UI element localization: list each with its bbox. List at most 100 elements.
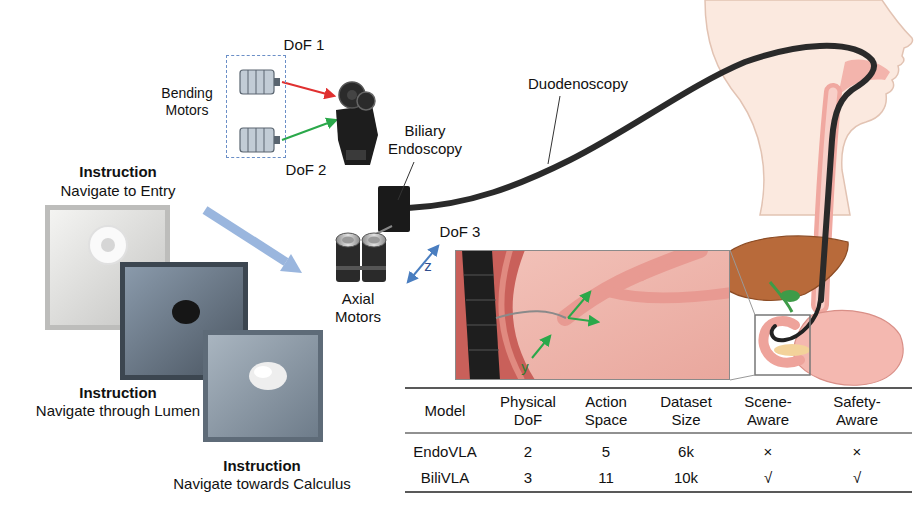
anatomy-figure [774,344,810,356]
anatomy-figure [730,250,755,315]
table-header: Dataset Size [655,393,717,429]
instruction-panel: InstructionNavigate towards Calculus [203,330,323,442]
instruction-arrow [205,210,302,273]
axis-label: z [424,257,432,275]
papilla-inset [467,325,497,326]
group-label: Bending Motors [151,85,223,119]
anatomy-figure [705,0,913,215]
papilla-inset [455,250,535,380]
endoscope-view-panels [203,330,323,442]
table-header: Safety-Aware [825,393,889,429]
table-header: Scene-Aware [737,393,799,429]
motor-group-box: Bending Motors [226,55,286,158]
papilla-inset [455,250,730,380]
table-cell: 6k [678,443,694,461]
bending-motor-icons [256,70,257,94]
endoscope-view-panels [254,366,272,378]
table-cell: √ [764,469,772,487]
anatomy-figure [705,0,913,385]
dof-label: DoF 2 [286,161,327,179]
leader-line [398,162,414,200]
scope-handle [346,150,366,160]
axial-motor-icons [368,237,380,244]
bending-motor-icons [240,70,336,152]
instruction-heading: Instruction [79,163,157,181]
axial-arrow [408,246,438,282]
papilla-inset [469,350,499,351]
table-cell: BiliVLA [421,469,469,487]
papilla-inset [464,275,494,276]
papilla-inset [455,250,730,380]
instruction-heading: Instruction [79,384,157,402]
papilla-inset [568,292,590,318]
duodenoscope-tube [548,96,560,164]
endoscope-view-panels [101,238,115,252]
table-rules [405,388,912,492]
bending-motor-icons [274,78,280,86]
dof-label: DoF 1 [284,36,325,54]
anatomy-figure [772,300,820,340]
table-rules [405,387,912,389]
scope-handle [336,105,378,165]
bending-motor-icons [256,128,257,152]
scope-handle [347,90,357,100]
axial-motor-icons [342,237,354,244]
papilla-inset [568,318,598,322]
instruction-text: Navigate through Lumen [36,402,200,420]
bending-motor-icons [282,82,334,96]
table-cell: √ [853,469,861,487]
table-cell: 2 [524,443,532,461]
bending-motor-icons [240,128,274,152]
axial-motor-icons [362,233,386,247]
anatomy-figure [755,315,810,375]
scope-handle [357,92,375,110]
instruction-text: Navigate to Entry [60,182,175,200]
table-rules [405,491,912,493]
table-cell: 11 [598,469,614,487]
part-label: Biliary Endoscopy [384,122,466,158]
table-header: Physical DoF [496,393,560,429]
anatomy-figure [730,375,755,380]
table-cell: 5 [602,443,610,461]
instruction-arrow [280,254,302,273]
papilla-inset [565,250,700,318]
bending-motor-icons [240,70,274,94]
bending-motor-icons [282,120,336,140]
endoscope-view-panels [249,362,287,390]
table-cell: × [853,443,862,461]
table-cell: × [764,443,773,461]
papilla-inset [610,292,730,298]
table-cell: 3 [524,469,532,487]
papilla-inset [496,311,566,318]
papilla-inset [462,250,500,380]
table-cell: EndoVLA [413,443,476,461]
bending-motor-icons [274,136,280,144]
papilla-inset [640,250,690,278]
endoscope-view-panels [208,335,318,437]
bending-motor-icons [264,70,265,94]
duodenoscope-tube [378,186,410,232]
endoscope-view-panels [172,300,200,324]
instruction-arrow [205,210,286,262]
instruction-panel: InstructionNavigate to Entry [45,205,170,330]
axial-motor-icons [336,233,360,247]
bending-motor-icons [248,128,249,152]
instruction-heading: Instruction [223,457,301,475]
instruction-text: Navigate towards Calculus [173,475,351,493]
axial-motor-icons [336,266,386,270]
instruction-panel: InstructionNavigate through Lumen [120,262,248,380]
papilla-inset [466,300,496,301]
endoscope-view-panels [89,226,127,264]
axis-label: y [521,358,529,376]
bending-motor-icons [248,70,249,94]
dof-label: DoF 3 [440,223,481,241]
part-label: Axial Motors [328,290,388,326]
papilla-inset [532,336,550,358]
table-header: Action Space [576,393,636,429]
part-label: Duodenoscopy [528,75,628,93]
scope-handle [336,82,378,165]
table-cell: 10k [674,469,698,487]
